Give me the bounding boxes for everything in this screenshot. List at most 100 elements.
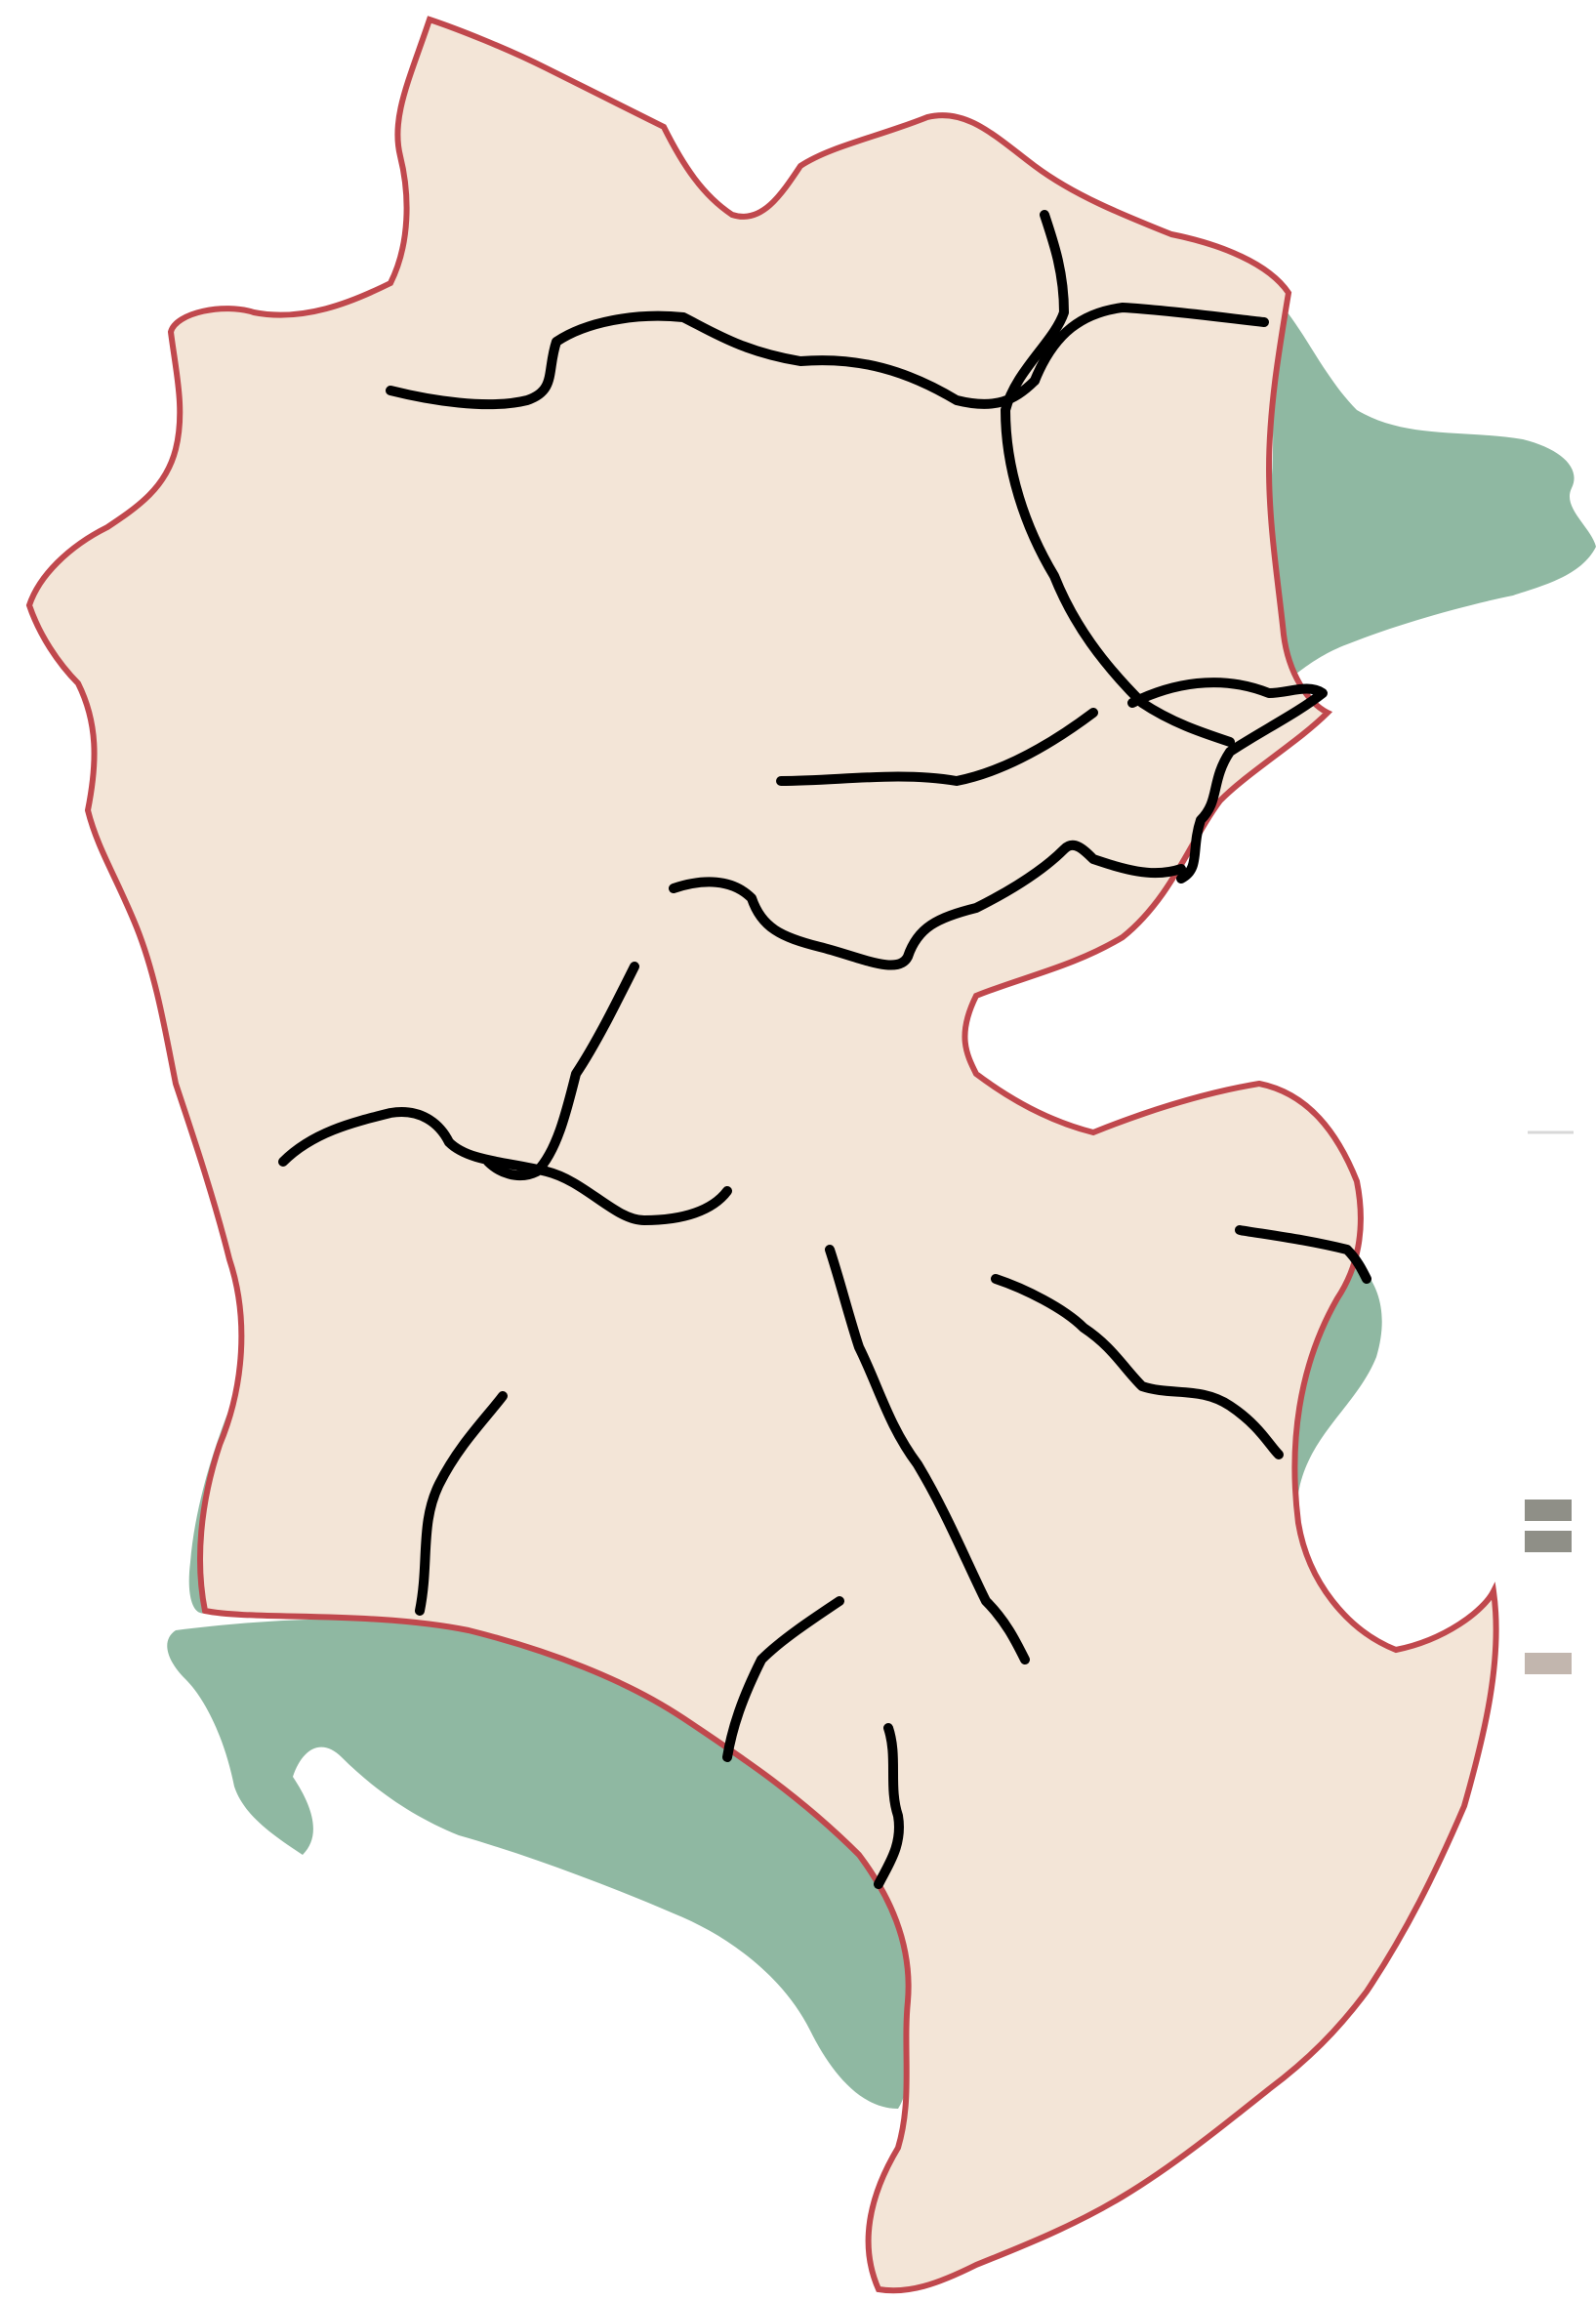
green-parcel [1481, 969, 1496, 986]
green-parcel [89, 1236, 126, 1247]
green-parcel [1394, 1497, 1438, 1543]
green-parcel [997, 46, 1008, 62]
pink-parcel [281, 151, 321, 197]
pink-parcel [1426, 1349, 1458, 1360]
green-parcel [1198, 84, 1229, 104]
pink-parcel [144, 1349, 185, 1376]
green-parcel [1341, 96, 1364, 122]
division-line-north [386, 310, 1040, 410]
green-parcel [59, 2012, 91, 2023]
pink-parcel [124, 131, 167, 166]
pink-parcel [1422, 1166, 1461, 1199]
green-parcel [388, 2014, 420, 2032]
pink-parcel [1299, 2207, 1322, 2252]
pink-parcel [1421, 1388, 1475, 1433]
division-line-east-coast [1127, 678, 1328, 883]
pink-parcel [1025, 2251, 1067, 2280]
pink-parcel [1402, 886, 1440, 912]
pink-parcel [170, 1784, 236, 1819]
green-parcel [1453, 1823, 1496, 1840]
division-line-east-diagonal [991, 1274, 1284, 1459]
pink-parcel [83, 2021, 103, 2059]
green-parcel [1218, 847, 1236, 895]
green-parcel [1456, 1416, 1488, 1453]
green-parcel [707, 1988, 743, 2015]
green-parcel [1070, 62, 1086, 83]
green-parcel [1396, 170, 1408, 208]
bright-green-parcel [205, 1248, 216, 1257]
pink-parcel [94, 1294, 116, 1313]
green-parcel [1238, 924, 1274, 963]
pink-parcel [102, 2029, 170, 2081]
green-parcel [507, 2085, 526, 2105]
green-parcel [1381, 94, 1408, 110]
pink-parcel [1086, 1000, 1116, 1042]
green-parcel [1462, 670, 1478, 685]
division-line-southwest-vertical [415, 1391, 508, 1616]
division-line-east-short [1235, 1225, 1371, 1284]
pink-parcel [1397, 1022, 1453, 1033]
pink-parcel [1424, 2056, 1455, 2102]
green-parcel [668, 2096, 685, 2112]
bright-green-parcel [1333, 854, 1345, 870]
green-parcel [1341, 1073, 1368, 1086]
green-parcel [1083, 1009, 1105, 1019]
green-parcel [193, 2208, 237, 2225]
green-parcel [390, 2159, 412, 2196]
pink-parcel [249, 2060, 275, 2080]
green-parcel [565, 2179, 592, 2215]
pink-parcel [329, 1950, 382, 1972]
green-parcel [1370, 1982, 1405, 2010]
green-parcel [470, 2271, 481, 2280]
green-parcel [135, 159, 162, 188]
pink-parcel [367, 2257, 397, 2291]
green-parcel [439, 2166, 482, 2187]
pink-parcel [1197, 142, 1226, 161]
green-parcel [1444, 1184, 1455, 1208]
green-parcel [1213, 954, 1228, 971]
green-parcel [1437, 759, 1467, 787]
pink-parcel [275, 56, 334, 94]
green-parcel [1247, 2239, 1258, 2285]
green-parcel [1456, 2034, 1477, 2050]
green-parcel [100, 123, 149, 170]
pink-parcel [1467, 1347, 1496, 1391]
pink-parcel [84, 1923, 107, 1966]
green-parcel [552, 2005, 594, 2025]
pink-parcel [1394, 2212, 1432, 2239]
green-parcel [82, 2078, 134, 2108]
green-parcel [1424, 750, 1447, 775]
pink-parcel [84, 1468, 145, 1507]
green-parcel [78, 1111, 124, 1128]
green-parcel [430, 2176, 440, 2199]
pink-parcel [174, 244, 225, 282]
pink-parcel [293, 2271, 339, 2291]
green-parcel [135, 1427, 158, 1470]
green-parcel [436, 2186, 467, 2201]
division-line-south-vertical [874, 1723, 904, 1889]
green-parcel [283, 35, 331, 83]
green-parcel [758, 2014, 792, 2030]
pink-parcel [1481, 1424, 1496, 1447]
division-line-northeast-h [1030, 303, 1269, 386]
pink-parcel [451, 2069, 479, 2118]
green-parcel [314, 2192, 336, 2237]
pink-parcel [1370, 1033, 1430, 1058]
green-parcel [1475, 1066, 1487, 1108]
water-southwest-bay [167, 1619, 911, 2109]
green-parcel [218, 2081, 241, 2123]
green-parcel [1090, 990, 1114, 1013]
green-parcel [1405, 741, 1433, 754]
green-parcel [1269, 2170, 1297, 2199]
green-parcel [1252, 2239, 1296, 2256]
pink-parcel [1168, 995, 1206, 1015]
green-parcel [1427, 768, 1469, 800]
green-parcel [46, 1326, 91, 1359]
green-parcel [1283, 99, 1294, 144]
green-parcel [49, 1732, 102, 1756]
pink-parcel [289, 2019, 312, 2073]
green-parcel [257, 2001, 272, 2034]
pink-parcel [77, 1044, 107, 1087]
green-parcel [710, 2200, 759, 2225]
